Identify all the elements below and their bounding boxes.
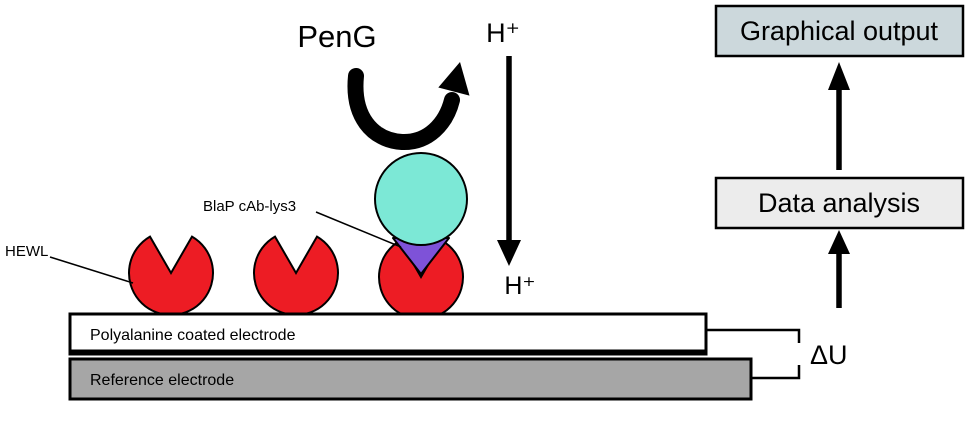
data-analysis-label: Data analysis: [758, 188, 920, 218]
reference-electrode-wire: [751, 365, 801, 380]
reference-electrode-label: Reference electrode: [90, 372, 234, 389]
working-electrode-wire: [706, 328, 801, 343]
hewl-enzyme-2: [253, 235, 339, 316]
blap-enzyme-circle: [374, 152, 468, 246]
reaction-curved-arrow: [347, 62, 470, 150]
proton-release-arrow: [497, 56, 521, 266]
reaction-arrow-curve: [347, 68, 460, 150]
delta-u-label: ΔU: [810, 340, 848, 370]
polyalanine-electrode-label: Polyalanine coated electrode: [90, 327, 296, 344]
h-plus-top-label: H⁺: [486, 18, 520, 48]
blap-cab-leader-line: [315, 211, 402, 248]
peng-label: PenG: [297, 19, 376, 54]
data-analysis-box: [714, 176, 965, 230]
proton-arrowhead-icon: [497, 240, 521, 266]
reaction-arrowhead-icon: [438, 62, 470, 96]
blap-cab-label: BlaP cAb-lys3: [203, 198, 296, 215]
graphical-output-label: Graphical output: [740, 16, 939, 46]
graphical-output-box: [714, 4, 965, 58]
polyalanine-electrode: [68, 312, 708, 356]
hewl-enzyme-1: [128, 235, 214, 316]
analysis-arrowhead-icon: [828, 62, 850, 90]
reference-electrode: [68, 357, 753, 401]
h-plus-bottom-label: H⁺: [504, 272, 535, 300]
hewl-label: HEWL: [5, 243, 48, 260]
hewl-leader-line: [49, 256, 134, 284]
signal-to-analysis-arrow: [828, 230, 850, 308]
analysis-to-output-arrow: [828, 62, 850, 170]
signal-arrowhead-icon: [828, 230, 850, 254]
